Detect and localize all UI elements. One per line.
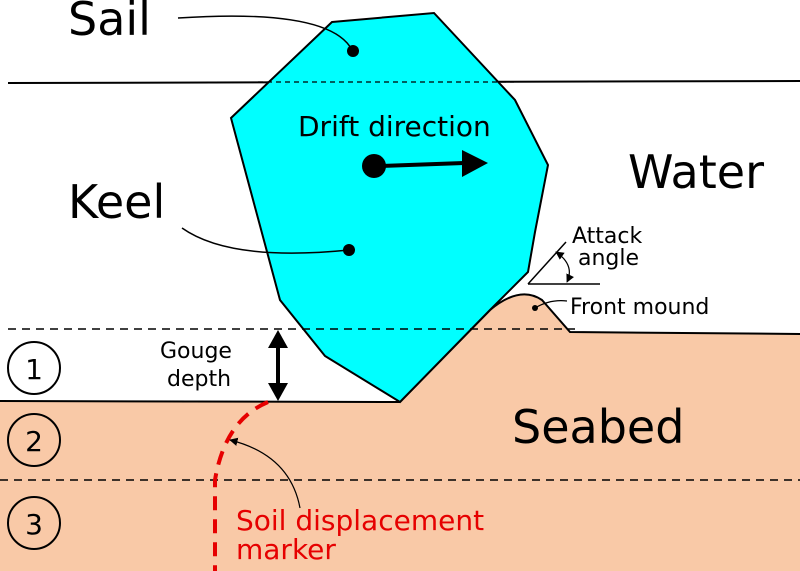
- label-water: Water: [628, 145, 764, 199]
- label-gouge-depth-2: depth: [167, 367, 231, 392]
- keel-leader-line: [181, 227, 350, 254]
- gouge-depth-arrowhead-bottom: [268, 383, 288, 401]
- keel-point: [343, 244, 355, 256]
- sail-leader-line: [177, 15, 353, 51]
- gouge-depth-arrowhead-top: [268, 330, 288, 348]
- drift-origin-point: [362, 154, 386, 178]
- drift-arrow-shaft: [379, 161, 465, 168]
- label-gouge-depth-1: Gouge: [160, 339, 232, 364]
- attack-angle-arc: [555, 251, 575, 283]
- label-drift-direction: Drift direction: [298, 110, 491, 143]
- label-front-mound: Front mound: [570, 295, 709, 320]
- zone-marker-1: 1: [7, 341, 61, 395]
- soil-marker-leader-line: [229, 437, 301, 509]
- label-soil-marker-2: marker: [236, 533, 336, 566]
- attack-angle-slope-line: [527, 241, 567, 285]
- zone-marker-2: 2: [7, 413, 61, 467]
- front-mound-point: [532, 305, 538, 311]
- label-keel: Keel: [68, 175, 165, 229]
- label-seabed: Seabed: [512, 400, 684, 454]
- ice-ridge-body: [229, 11, 550, 404]
- label-soil-marker-1: Soil displacement: [236, 504, 484, 537]
- label-attack-angle-2: angle: [578, 246, 639, 271]
- zone-number-1: 1: [25, 353, 43, 386]
- label-attack-angle-1: Attack: [572, 224, 642, 249]
- drift-arrowhead: [462, 150, 488, 177]
- zone-number-3: 3: [25, 508, 43, 541]
- zone-marker-3: 3: [7, 496, 61, 550]
- sail-point: [347, 45, 359, 57]
- zone-number-2: 2: [25, 425, 43, 458]
- seabed-region: [0, 294, 800, 571]
- soil-displacement-marker: [213, 400, 269, 571]
- label-sail: Sail: [68, 0, 151, 46]
